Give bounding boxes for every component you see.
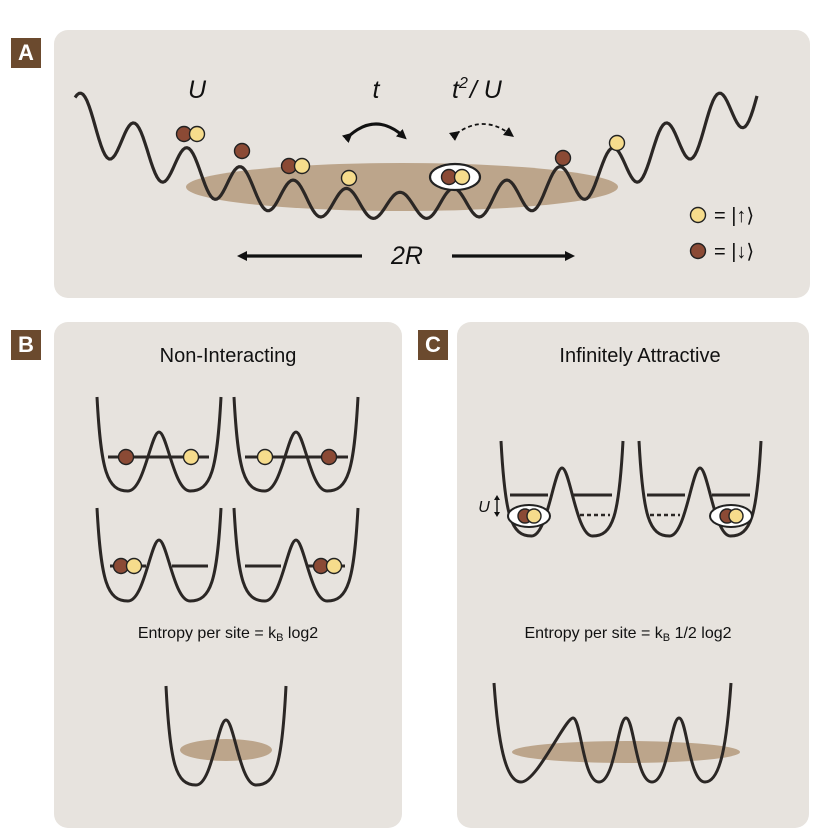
- interaction-energy-arrow-head: [494, 495, 500, 517]
- spin-up-atom: [453, 168, 471, 186]
- spin-down-atom: [554, 149, 572, 167]
- atom-cloud: [186, 163, 618, 211]
- superexchange-arrow: [449, 123, 515, 141]
- quadruple-well-potential: [492, 682, 733, 784]
- legend: = |↑⟩ = |↓⟩: [689, 205, 754, 263]
- spin-up-atom: [293, 157, 311, 175]
- spin-down-legend-text: = |↓⟩: [714, 241, 754, 263]
- atom-cloud: [512, 741, 740, 763]
- entropy-label-c: Entropy per site = kB 1/2 log2: [524, 625, 731, 644]
- tunneling-label: t: [373, 76, 381, 104]
- spin-up-atom: [340, 169, 358, 187]
- spin-down-legend-marker: [689, 242, 707, 260]
- spin-up-legend-text: = |↑⟩: [714, 205, 754, 227]
- particle-pair: [280, 157, 311, 175]
- particle-pair: [175, 125, 206, 143]
- spin-down-atom: [320, 448, 338, 466]
- bound-pair: [709, 504, 753, 528]
- panel-a-label: A: [11, 38, 41, 68]
- double-well-potential: [637, 440, 763, 538]
- panel-b-label: B: [11, 330, 41, 360]
- double-well-potential: [164, 685, 288, 787]
- spin-up-atom: [728, 508, 744, 524]
- interaction-label: U: [188, 76, 207, 104]
- spin-up-atom: [256, 448, 274, 466]
- spin-down-atom: [117, 448, 135, 466]
- double-well-potential: [232, 507, 360, 603]
- panel-c-label: C: [418, 330, 448, 360]
- double-well-potential: [95, 507, 223, 603]
- atom-cloud: [180, 739, 272, 761]
- double-well-potential: [95, 396, 223, 493]
- superexchange-label: t2/ U: [452, 75, 503, 104]
- spin-up-atom: [526, 508, 542, 524]
- bound-pair: [507, 504, 551, 528]
- spin-up-legend-marker: [689, 206, 707, 224]
- bound-pair: [428, 162, 482, 192]
- lattice-potential-curve: [73, 91, 759, 220]
- double-well-potential: [499, 440, 625, 538]
- spin-up-atom: [188, 125, 206, 143]
- interaction-label: U: [478, 499, 490, 516]
- panel-c-title: Infinitely Attractive: [559, 345, 720, 367]
- tunneling-arrow: [341, 122, 407, 144]
- spin-up-atom: [182, 448, 200, 466]
- spin-up-atom: [608, 134, 626, 152]
- double-well-potential: [232, 396, 360, 493]
- entropy-label-b: Entropy per site = kB log2: [138, 625, 318, 644]
- spin-up-atom: [325, 557, 343, 575]
- spin-down-atom: [233, 142, 251, 160]
- spin-up-atom: [125, 557, 143, 575]
- panel-b-title: Non-Interacting: [160, 345, 297, 367]
- range-label: 2R: [390, 242, 423, 270]
